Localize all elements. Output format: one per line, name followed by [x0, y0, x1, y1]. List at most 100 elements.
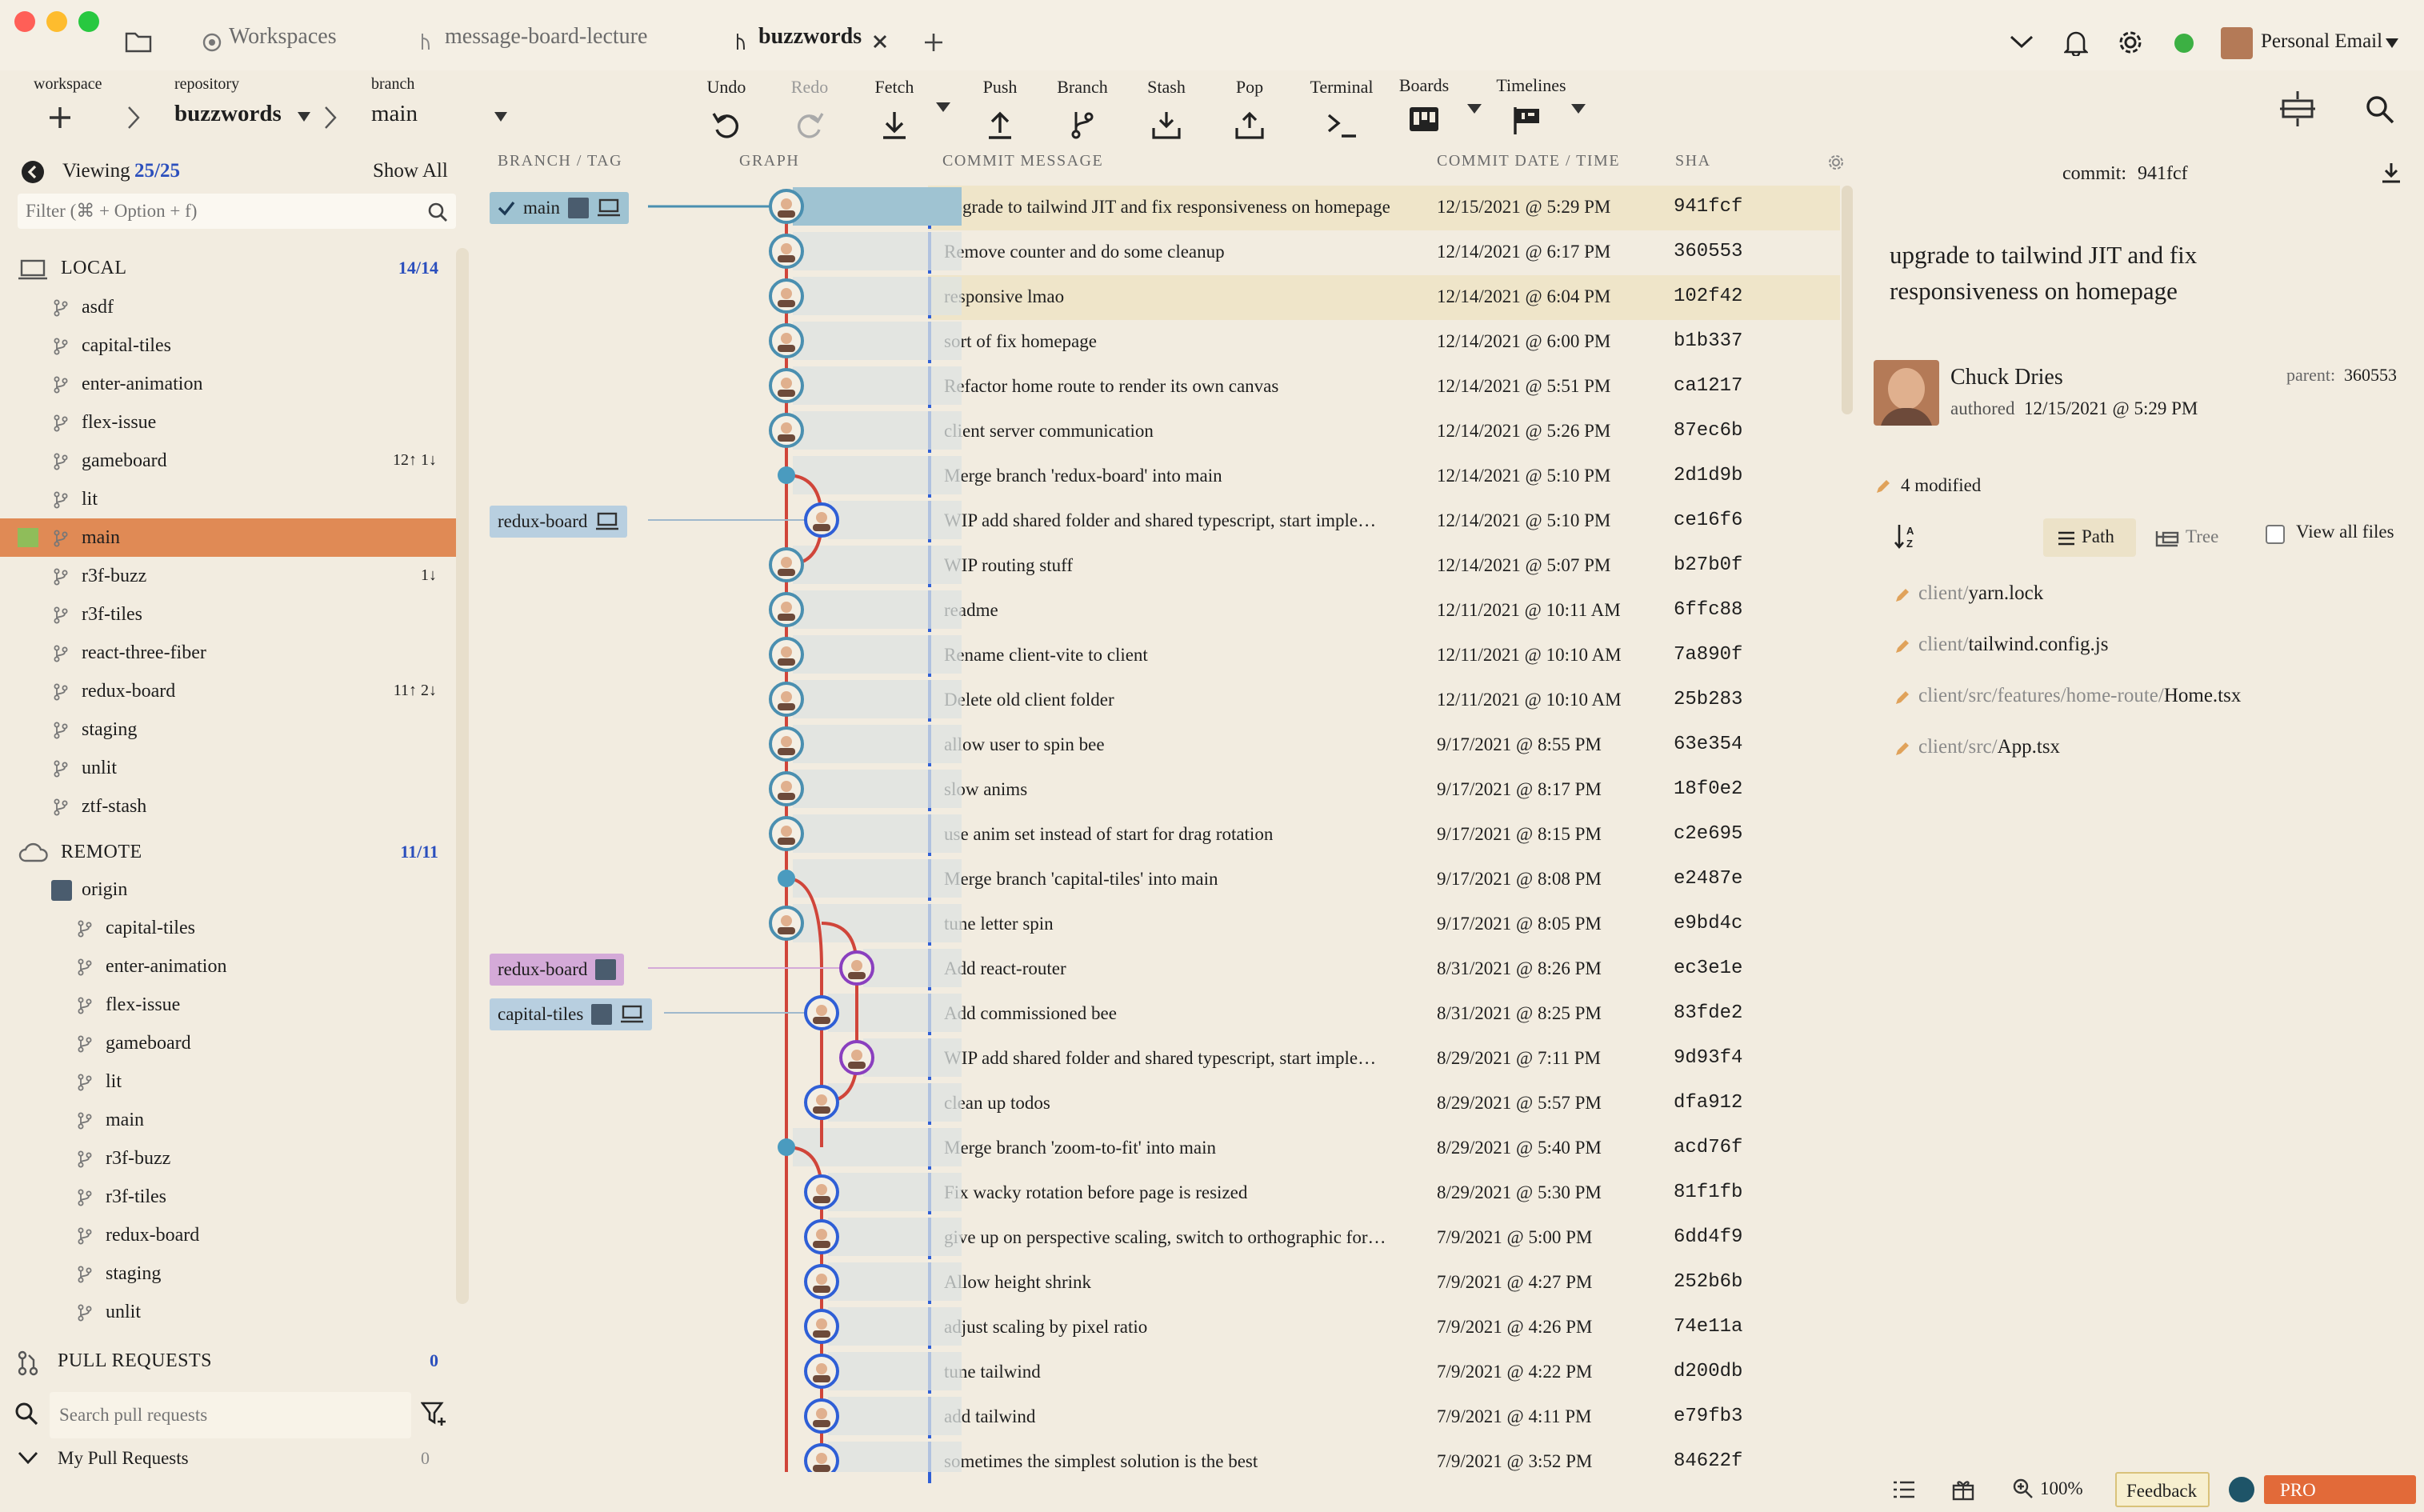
chevron-down-icon[interactable] — [494, 112, 507, 122]
commit-row[interactable]: Fix wacky rotation before page is resize… — [928, 1171, 1840, 1216]
local-section-header[interactable]: LOCAL 14/14 — [0, 248, 456, 288]
header-graph[interactable]: GRAPH — [739, 152, 800, 170]
branch-chip-main[interactable]: main — [490, 192, 629, 224]
layout-toggle-icon[interactable] — [2277, 88, 2318, 130]
chevron-down-icon[interactable] — [1571, 104, 1586, 114]
sidebar-item-remote-capital-tiles[interactable]: capital-tiles — [0, 909, 456, 947]
sidebar-item-staging[interactable]: staging — [0, 710, 456, 749]
column-settings-gear-icon[interactable] — [1827, 154, 1845, 171]
zoom-window-button[interactable] — [78, 11, 99, 32]
header-commit-date[interactable]: COMMIT DATE / TIME — [1437, 152, 1621, 170]
chevron-down-icon[interactable] — [2010, 34, 2034, 50]
commit-row[interactable]: Refactor home route to render its own ca… — [928, 365, 1840, 410]
modified-file[interactable]: client/src/App.tsx — [1918, 736, 2060, 758]
sidebar-item-remote-redux-board[interactable]: redux-board — [0, 1216, 456, 1254]
header-commit-message[interactable]: COMMIT MESSAGE — [942, 152, 1104, 170]
chevron-down-icon[interactable] — [936, 102, 950, 112]
fetch-button[interactable]: Fetch — [870, 77, 918, 141]
sidebar-item-remote-main[interactable]: main — [0, 1101, 456, 1139]
zoom-icon[interactable] — [2013, 1478, 2034, 1499]
bell-icon[interactable] — [2064, 29, 2088, 56]
sidebar-item-remote-unlit[interactable]: unlit — [0, 1293, 456, 1331]
chevron-down-icon[interactable] — [18, 1451, 38, 1466]
commit-row[interactable]: upgrade to tailwind JIT and fix responsi… — [928, 186, 1840, 230]
repository-select[interactable]: buzzwords — [174, 101, 282, 126]
new-tab-icon[interactable] — [923, 32, 944, 53]
account-label[interactable]: Personal Email — [2261, 30, 2383, 52]
sidebar-item-react-three-fiber[interactable]: react-three-fiber — [0, 634, 456, 672]
collapse-sidebar-icon[interactable] — [21, 160, 45, 184]
minimize-window-button[interactable] — [46, 11, 67, 32]
pro-badge[interactable]: PRO — [2264, 1475, 2416, 1504]
header-sha[interactable]: SHA — [1675, 152, 1711, 170]
path-view-button[interactable]: Path — [2043, 518, 2136, 557]
undo-button[interactable]: Undo — [704, 77, 749, 141]
sort-az-icon[interactable]: AZ — [1894, 523, 1918, 550]
close-window-button[interactable] — [14, 11, 35, 32]
commit-row[interactable]: give up on perspective scaling, switch t… — [928, 1216, 1840, 1261]
branch-chip-capital-tiles[interactable]: capital-tiles — [490, 998, 653, 1030]
sidebar-item-enter-animation[interactable]: enter-animation — [0, 365, 456, 403]
sidebar-item-remote-lit[interactable]: lit — [0, 1062, 456, 1101]
commit-row[interactable]: WIP add shared folder and shared typescr… — [928, 1037, 1840, 1082]
branch-select[interactable]: main — [371, 101, 418, 126]
boards-button[interactable]: Boards — [1398, 75, 1450, 136]
tab-buzzwords[interactable]: buzzwords — [758, 24, 862, 49]
pr-search-input[interactable] — [59, 1402, 395, 1429]
sidebar-item-remote-r3f-buzz[interactable]: r3f-buzz — [0, 1139, 456, 1178]
sidebar-item-main[interactable]: main — [0, 518, 456, 557]
terminal-button[interactable]: Terminal — [1306, 77, 1378, 141]
modified-file[interactable]: client/src/features/home-route/Home.tsx — [1918, 685, 2241, 707]
chevron-down-icon[interactable] — [298, 112, 310, 122]
my-pull-requests[interactable]: My Pull Requests — [58, 1448, 189, 1468]
branch-button[interactable]: Branch — [1056, 77, 1109, 141]
modified-file[interactable]: client/tailwind.config.js — [1918, 634, 2108, 656]
add-workspace-icon[interactable] — [48, 106, 72, 130]
filter-input[interactable] — [26, 198, 410, 224]
show-all-button[interactable]: Show All — [373, 160, 448, 182]
tab-message-board-lecture[interactable]: message-board-lecture — [445, 24, 648, 49]
sidebar-item-remote-gameboard[interactable]: gameboard — [0, 1024, 456, 1062]
chevron-down-icon[interactable] — [2386, 38, 2398, 48]
sidebar-item-capital-tiles[interactable]: capital-tiles — [0, 326, 456, 365]
tree-view-button[interactable]: Tree — [2152, 518, 2232, 557]
branch-chip-redux-board-local[interactable]: redux-board — [490, 506, 628, 538]
header-branch-tag[interactable]: BRANCH / TAG — [498, 152, 623, 170]
remote-section-header[interactable]: REMOTE 11/11 — [0, 832, 456, 872]
timelines-button[interactable]: Timelines — [1493, 75, 1570, 136]
sidebar-item-ztf-stash[interactable]: ztf-stash — [0, 787, 456, 826]
download-icon[interactable] — [2381, 162, 2402, 184]
pull-requests-section-header[interactable]: PULL REQUESTS 0 — [0, 1341, 456, 1381]
remote-origin[interactable]: origin — [0, 870, 456, 909]
commit-row[interactable]: use anim set instead of start for drag r… — [928, 813, 1840, 858]
commit-row[interactable]: WIP add shared folder and shared typescr… — [928, 499, 1840, 544]
close-tab-icon[interactable] — [872, 34, 888, 50]
sidebar-scrollbar[interactable] — [456, 248, 469, 1304]
pop-button[interactable]: Pop — [1227, 77, 1272, 141]
redo-button[interactable]: Redo — [787, 77, 832, 141]
filter-icon[interactable] — [421, 1402, 448, 1427]
modified-file[interactable]: client/yarn.lock — [1918, 582, 2043, 605]
sidebar-item-asdf[interactable]: asdf — [0, 288, 456, 326]
sidebar-item-remote-staging[interactable]: staging — [0, 1254, 456, 1293]
parent-sha[interactable]: 360553 — [2344, 365, 2397, 385]
gear-icon[interactable] — [2117, 29, 2144, 56]
